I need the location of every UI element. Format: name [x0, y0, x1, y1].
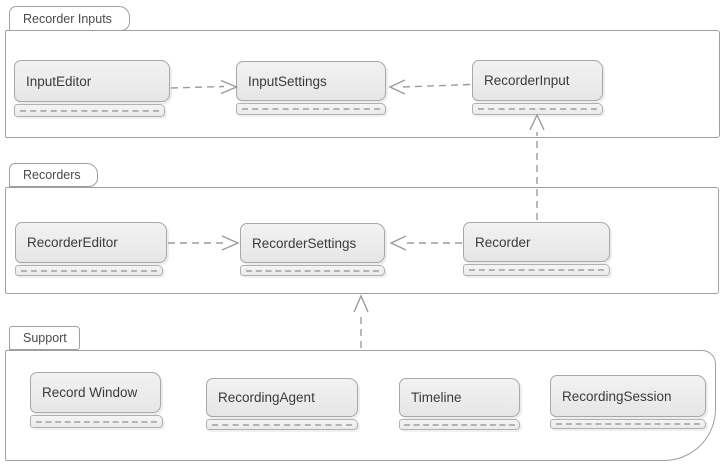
- class-title-compartment: Timeline: [399, 378, 520, 417]
- class-members-compartment: [399, 419, 520, 430]
- class-name: RecorderInput: [484, 73, 570, 88]
- class-members-compartment: [240, 265, 385, 276]
- class-recordereditor[interactable]: RecorderEditor: [15, 222, 167, 276]
- open-arrowhead-icon: [353, 294, 369, 313]
- dependency-support-to-recorders[interactable]: [353, 294, 369, 348]
- elided-members-dashes: [35, 420, 158, 423]
- open-arrowhead-icon: [529, 113, 545, 131]
- class-recordingagent[interactable]: RecordingAgent: [206, 378, 358, 430]
- package-label: Recorder Inputs: [23, 11, 112, 26]
- package-tab-recorder-inputs[interactable]: Recorder Inputs: [9, 6, 130, 31]
- elided-members-dashes: [246, 269, 379, 272]
- class-name: RecordingAgent: [218, 390, 315, 405]
- open-arrowhead-icon: [388, 79, 406, 95]
- class-name: InputEditor: [26, 73, 92, 89]
- elided-members-dashes: [556, 423, 700, 425]
- open-arrowhead-icon: [389, 235, 407, 251]
- package-tab-support[interactable]: Support: [9, 326, 80, 350]
- open-arrowhead-icon: [220, 79, 239, 95]
- class-timeline[interactable]: Timeline: [399, 378, 520, 430]
- class-recorderinput[interactable]: RecorderInput: [472, 60, 603, 115]
- class-recordingsession[interactable]: RecordingSession: [550, 375, 706, 429]
- class-name: Record Window: [42, 385, 138, 400]
- class-name: RecorderSettings: [252, 235, 357, 251]
- class-members-compartment: [30, 415, 163, 428]
- class-members-compartment: [206, 419, 358, 430]
- elided-members-dashes: [212, 423, 352, 426]
- class-title-compartment: Recorder: [463, 222, 610, 262]
- class-members-compartment: [550, 419, 706, 429]
- package-label: Support: [23, 331, 67, 345]
- class-title-compartment: RecorderSettings: [240, 223, 385, 263]
- dependency-inputeditor-to-inputsettings[interactable]: [170, 79, 239, 95]
- class-title-compartment: RecorderInput: [472, 60, 603, 101]
- elided-members-dashes: [404, 423, 515, 426]
- class-inputeditor[interactable]: InputEditor: [14, 60, 170, 117]
- class-title-compartment: InputEditor: [14, 60, 170, 102]
- class-members-compartment: [14, 104, 165, 117]
- class-title-compartment: Record Window: [30, 372, 161, 413]
- class-name: RecorderEditor: [27, 235, 118, 250]
- dependency-recorder-to-recorderinput[interactable]: [529, 113, 545, 220]
- elided-members-dashes: [21, 269, 157, 272]
- elided-members-dashes: [477, 108, 598, 110]
- class-title-compartment: RecordingSession: [550, 375, 706, 417]
- class-name: RecordingSession: [562, 388, 672, 404]
- class-name: InputSettings: [248, 73, 327, 89]
- dependency-recorder-to-recordersettings[interactable]: [389, 235, 462, 251]
- class-members-compartment: [15, 265, 163, 276]
- elided-members-dashes: [20, 109, 159, 112]
- dependency-recordereditor-to-recordersettings[interactable]: [168, 235, 240, 251]
- class-members-compartment: [463, 264, 610, 276]
- class-members-compartment: [236, 103, 386, 115]
- dependency-recorderinput-to-inputsettings[interactable]: [388, 79, 471, 95]
- elided-members-dashes: [242, 108, 380, 110]
- class-title-compartment: RecordingAgent: [206, 378, 358, 417]
- class-title-compartment: InputSettings: [236, 61, 386, 101]
- class-recorder[interactable]: Recorder: [463, 222, 610, 276]
- class-name: Recorder: [475, 234, 531, 250]
- class-recordersettings[interactable]: RecorderSettings: [240, 223, 385, 276]
- class-inputsettings[interactable]: InputSettings: [236, 61, 386, 115]
- elided-members-dashes: [469, 269, 604, 271]
- package-tab-recorders[interactable]: Recorders: [9, 163, 98, 187]
- class-record-window[interactable]: Record Window: [30, 372, 163, 428]
- class-title-compartment: RecorderEditor: [15, 222, 167, 263]
- open-arrowhead-icon: [221, 235, 240, 251]
- class-name: Timeline: [411, 390, 462, 405]
- package-label: Recorders: [23, 168, 81, 182]
